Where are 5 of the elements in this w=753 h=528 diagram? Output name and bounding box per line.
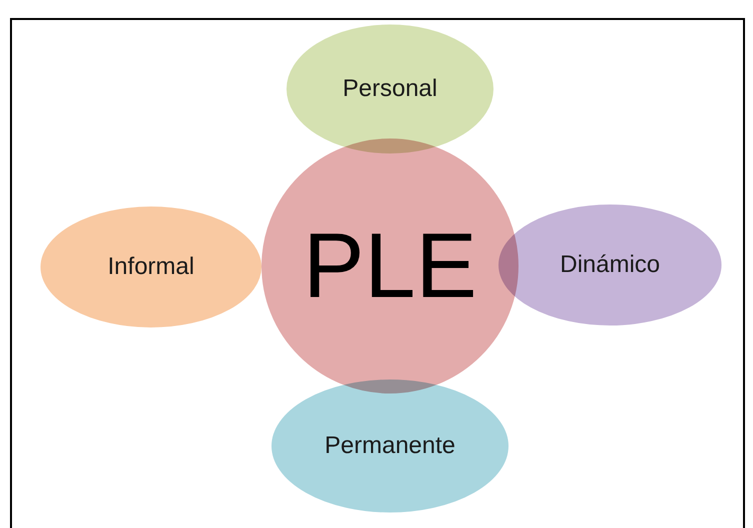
label-text: Informal	[108, 252, 194, 282]
label-text: Personal	[342, 74, 438, 104]
label-text: Permanente	[324, 431, 456, 461]
label-text: Dinámico	[560, 250, 660, 280]
title-text: PLE	[303, 220, 477, 312]
